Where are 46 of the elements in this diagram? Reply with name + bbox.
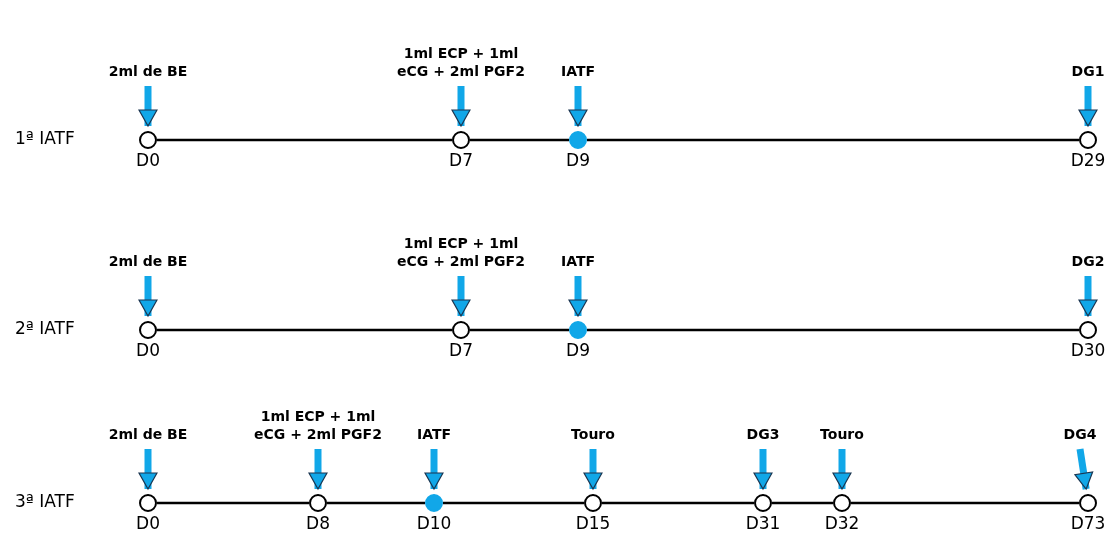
annotation-text: DG3 xyxy=(746,425,780,443)
timeline-line xyxy=(157,328,452,332)
annotation-text: IATF xyxy=(416,425,452,443)
row-label: 3ª IATF xyxy=(15,491,75,511)
timeline-line xyxy=(587,328,1079,332)
timeline-line xyxy=(157,501,309,505)
row-label: 2ª IATF xyxy=(15,318,75,338)
annotation-text: Touro xyxy=(820,425,864,443)
day-label: D7 xyxy=(449,340,473,360)
day-label: D32 xyxy=(824,513,860,533)
timeline-line xyxy=(157,138,452,142)
annotation-text: 2ml de BE xyxy=(108,252,188,270)
annotation-text: Touro xyxy=(571,425,615,443)
annotation-text: 2ml de BE xyxy=(108,62,188,80)
day-label: D29 xyxy=(1070,150,1106,170)
day-label: D9 xyxy=(566,150,590,170)
day-label: D30 xyxy=(1070,340,1106,360)
annotation-text: 1ml ECP + 1ml eCG + 2ml PGF2 xyxy=(386,234,536,270)
timeline-line xyxy=(587,138,1079,142)
day-label: D8 xyxy=(306,513,330,533)
day-label: D31 xyxy=(745,513,781,533)
timeline-line xyxy=(470,328,569,332)
annotation-text: 1ml ECP + 1ml eCG + 2ml PGF2 xyxy=(243,407,393,443)
timeline-line xyxy=(602,501,754,505)
arrow xyxy=(1074,448,1094,490)
day-label: D0 xyxy=(136,150,160,170)
day-label: D73 xyxy=(1070,513,1106,533)
annotation-text: DG1 xyxy=(1071,62,1105,80)
timeline-line xyxy=(470,138,569,142)
day-label: D7 xyxy=(449,150,473,170)
day-label: D9 xyxy=(566,340,590,360)
annotation-text: DG4 xyxy=(1063,425,1097,443)
day-label: D0 xyxy=(136,340,160,360)
timeline-line xyxy=(851,501,1079,505)
annotation-text: IATF xyxy=(560,62,596,80)
row-label: 1ª IATF xyxy=(15,128,75,148)
timeline-line xyxy=(443,501,584,505)
annotation-text: DG2 xyxy=(1071,252,1105,270)
annotation-text: 1ml ECP + 1ml eCG + 2ml PGF2 xyxy=(386,44,536,80)
timeline-line xyxy=(327,501,425,505)
day-label: D10 xyxy=(416,513,452,533)
annotation-text: 2ml de BE xyxy=(108,425,188,443)
day-label: D0 xyxy=(136,513,160,533)
timeline-line xyxy=(772,501,833,505)
day-label: D15 xyxy=(575,513,611,533)
annotation-text: IATF xyxy=(560,252,596,270)
